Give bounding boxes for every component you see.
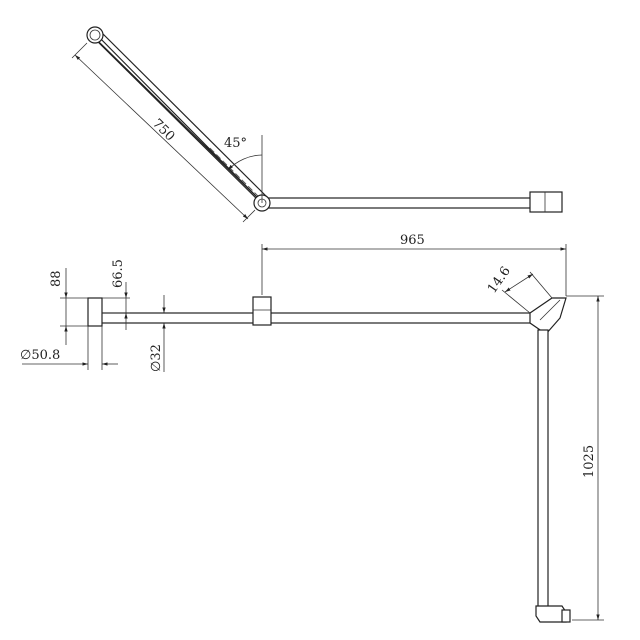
bottom-cap [561, 609, 571, 623]
flange-diameter-label: ∅50.8 [20, 348, 60, 363]
angled-tube [91, 29, 267, 207]
wall-flange [529, 191, 563, 213]
length-dimension-label: 750 [149, 116, 177, 144]
front-view: 965 1025 14.6 88 66.5 ∅50.8 ∅3 [20, 233, 604, 623]
width-dimension-label: 965 [400, 233, 425, 248]
offset-dimension-label: 14.6 [485, 264, 514, 296]
straight-tube [261, 197, 533, 209]
angle-label: 45° [224, 136, 247, 151]
projection-dimension-label: 88 [49, 270, 64, 287]
offset-dimension-line [504, 273, 534, 293]
inner-projection-dimension-label: 66.5 [111, 259, 126, 288]
horizontal-rail [99, 312, 539, 324]
angle-arc [227, 154, 263, 171]
left-flange [87, 297, 103, 327]
vertical-rail [537, 329, 549, 609]
length-dimension-line [74, 54, 249, 220]
tube-end-cap [86, 26, 104, 44]
tube-diameter-label: ∅32 [149, 344, 164, 372]
height-dimension-label: 1025 [582, 445, 597, 478]
top-view: 750 45° [71, 26, 563, 223]
corner-elbow [529, 297, 567, 335]
mid-bracket [252, 296, 272, 326]
